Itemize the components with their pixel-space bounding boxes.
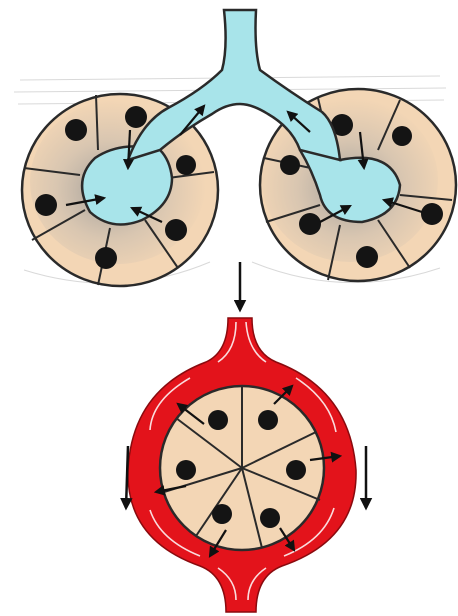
nucleus (165, 219, 187, 241)
nucleus (125, 106, 147, 128)
nucleus (392, 126, 412, 146)
nucleus (260, 508, 280, 528)
nucleus (176, 155, 196, 175)
nucleus (286, 460, 306, 480)
nucleus (212, 504, 232, 524)
nucleus (176, 460, 196, 480)
nucleus (95, 247, 117, 269)
endocrine-gland (126, 318, 366, 612)
duct-system (128, 10, 340, 160)
nucleus (421, 203, 443, 225)
nucleus (35, 194, 57, 216)
nucleus (65, 119, 87, 141)
nucleus (258, 410, 278, 430)
nucleus (356, 246, 378, 268)
down-arrow-icon (126, 446, 128, 508)
nucleus (208, 410, 228, 430)
nucleus (280, 155, 300, 175)
nucleus (299, 213, 321, 235)
